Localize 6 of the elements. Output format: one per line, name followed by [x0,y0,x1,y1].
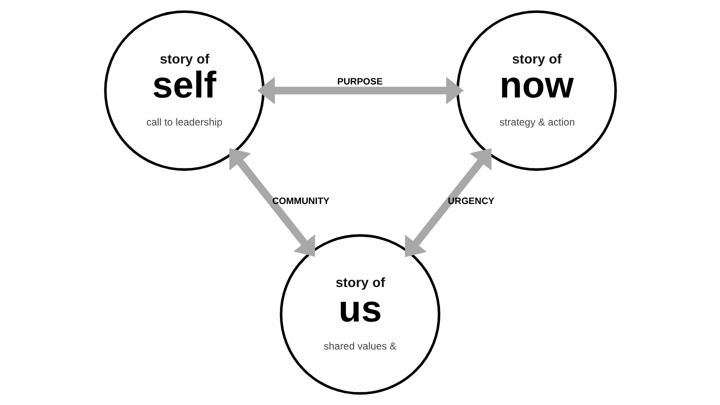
edge-label: PURPOSE [336,76,382,86]
arrow [256,76,464,104]
arrow [228,148,315,257]
edge-label: URGENCY [447,196,494,206]
edge-label: COMMUNITY [272,196,329,206]
arrow [404,148,492,258]
